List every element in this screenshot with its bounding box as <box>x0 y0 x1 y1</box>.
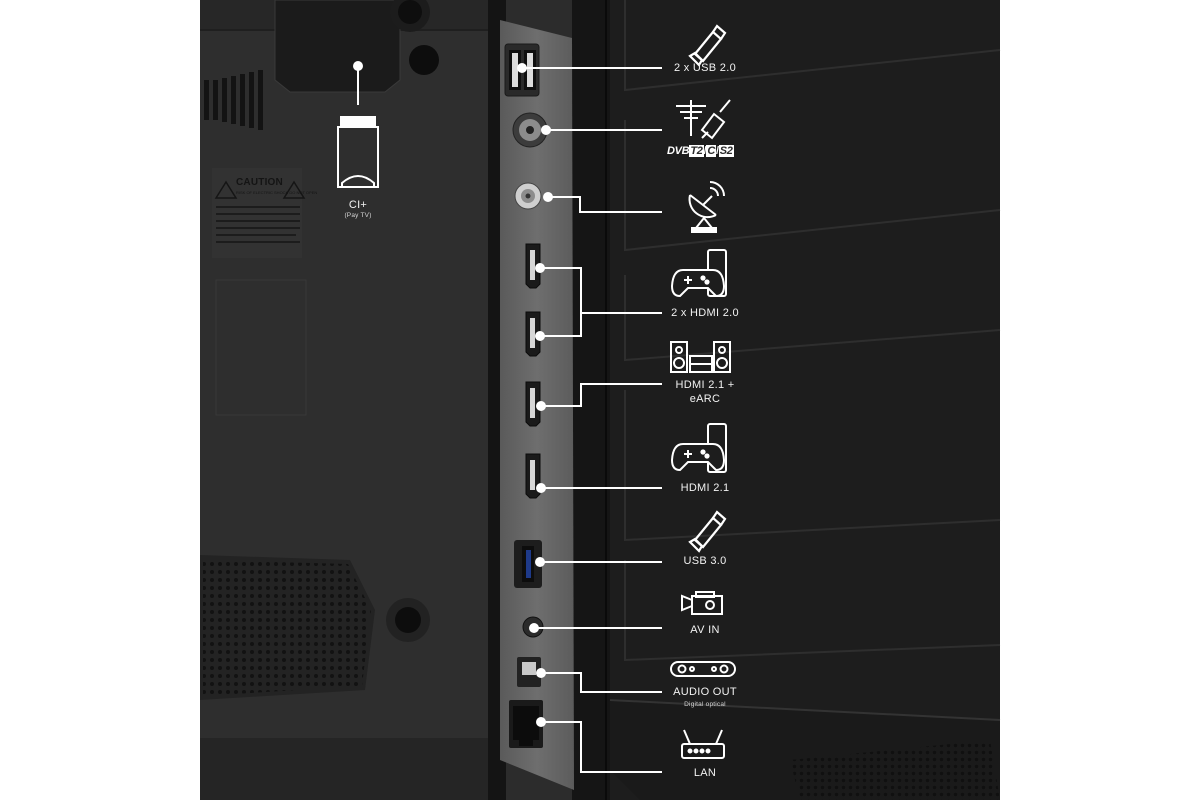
tv-side-panel <box>609 0 1001 800</box>
ci-sublabel: (Pay TV) <box>344 212 372 219</box>
ci-card-icon <box>337 116 379 188</box>
ci-label: CI+ <box>348 199 368 211</box>
dvb-badge: DVBT2/C/S2 <box>667 145 743 158</box>
port-sublabel-optical: Digital optical <box>684 701 726 708</box>
dvb-prefix: DVB <box>667 145 690 157</box>
caution-subtitle: RISK OF ELECTRIC SHOCK DO NOT OPEN <box>236 190 318 195</box>
callout-dots <box>353 61 553 727</box>
port-label-usb2: 2 x USB 2.0 <box>674 62 736 74</box>
camcorder-icon <box>681 591 723 615</box>
dvb-s2: S2 <box>718 145 734 157</box>
port-label-audio-out: AUDIO OUT <box>673 686 737 698</box>
usb-stick-icon <box>688 510 727 553</box>
port-label-av-in: AV IN <box>690 624 720 636</box>
antenna-cable-icon <box>676 99 731 140</box>
dvb-t2: T2 <box>689 145 704 157</box>
dvb-sep-2: / <box>716 145 719 157</box>
game-console-icon <box>670 249 727 298</box>
usb-stick-icon <box>688 24 727 67</box>
soundbar-icon <box>670 661 736 677</box>
port-label-hdmi20: 2 x HDMI 2.0 <box>671 307 739 319</box>
game-console-icon <box>670 423 727 473</box>
hifi-system-icon <box>670 341 731 373</box>
router-icon <box>681 729 725 759</box>
dvb-c: C <box>706 145 716 157</box>
port-label-usb3: USB 3.0 <box>683 555 727 567</box>
port-label-earc: eARC <box>689 393 721 405</box>
caution-title: CAUTION <box>236 177 283 188</box>
port-label-hdmi21: HDMI 2.1 <box>680 482 730 494</box>
dvb-sep-1: / <box>703 145 707 157</box>
callout-lines <box>357 66 662 773</box>
port-label-lan: LAN <box>693 767 717 779</box>
satellite-dish-icon <box>688 181 725 233</box>
port-label-hdmi21-earc: HDMI 2.1 + <box>675 379 735 391</box>
